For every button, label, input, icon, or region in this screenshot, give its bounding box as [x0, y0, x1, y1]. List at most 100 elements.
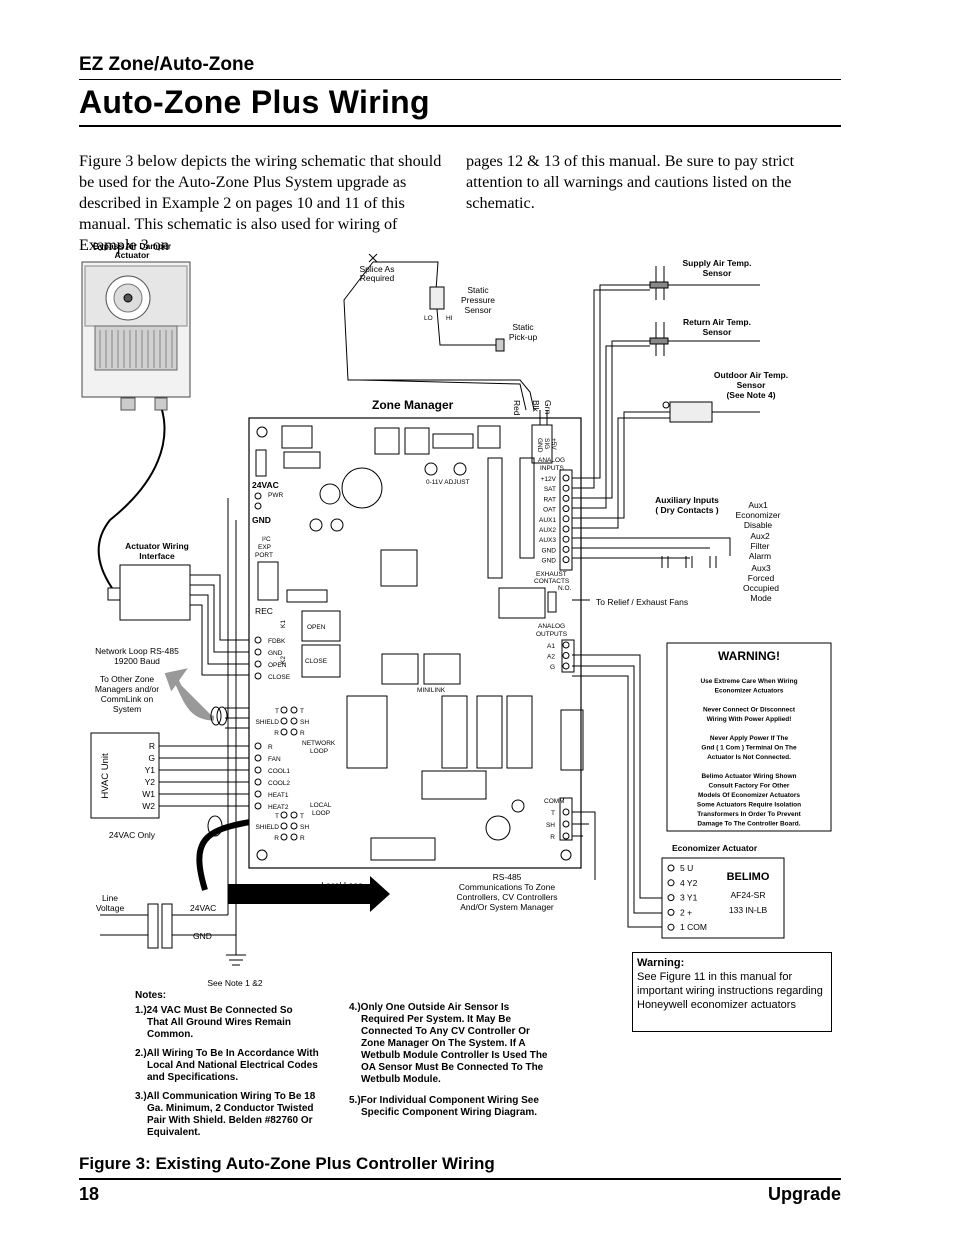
- 24vac-label: 24VAC: [190, 903, 216, 913]
- analog-term-8: [562, 556, 570, 564]
- belimo-label-4: 1 COM: [680, 922, 707, 932]
- warning-line-10: Belimo Actuator Wiring Shown: [701, 773, 796, 780]
- net-right-label-0: T: [300, 708, 304, 715]
- aux2-label-0: Aux2: [750, 531, 770, 541]
- comm-term-0: [562, 808, 570, 816]
- network-loop-board-2: LOOP: [310, 748, 328, 755]
- footer-rule: [79, 1178, 841, 1180]
- comm-label-1: SH: [546, 822, 555, 829]
- net-left-label-1: SHIELD: [256, 719, 280, 726]
- note-n2-line-0: 2.)All Wiring To Be In Accordance With: [135, 1048, 319, 1059]
- gnd-label: GND: [193, 931, 212, 941]
- wire-red-label: Red: [512, 400, 522, 416]
- net-term-left-0: [280, 706, 288, 714]
- note-n4-line-5: OA Sensor Must Be Connected To The: [361, 1062, 544, 1073]
- pwr-term-1: [254, 492, 262, 500]
- notes-title: Notes:: [135, 990, 166, 1001]
- local-left-label-1: SHIELD: [256, 824, 280, 831]
- actuator-interface-label-2: Interface: [139, 551, 175, 561]
- ao-label-1: A2: [547, 654, 555, 661]
- adjust-label: 0-11V ADJUST: [426, 479, 470, 486]
- comm-label-0: T: [551, 810, 555, 817]
- board-hvac-label-2: COOL1: [268, 768, 290, 775]
- other-zone-label-3: CommLink on: [101, 694, 154, 704]
- aux-inputs-label-2: ( Dry Contacts ): [655, 505, 718, 515]
- ao-label-0: A1: [547, 643, 555, 650]
- note-n5-line-1: Specific Component Wiring Diagram.: [361, 1107, 537, 1118]
- note-n3-line-1: Ga. Minimum, 2 Conductor Twisted: [147, 1103, 314, 1114]
- gnd-sig-5v-0: GND: [536, 438, 543, 453]
- local-term-left-2: [280, 833, 288, 841]
- splice-label-1: Splice As: [360, 264, 395, 274]
- bypass-damper-actuator: [81, 261, 191, 411]
- static-pressure-label-1: Static: [467, 285, 489, 295]
- temp-sensors: [572, 266, 760, 928]
- i2c-label-3: PORT: [255, 552, 273, 559]
- exhaust-label-3: N.O.: [558, 585, 572, 592]
- i2c-label-1: I²C: [262, 536, 271, 543]
- aux3-label-0: Aux3: [751, 563, 771, 573]
- comm-term-2: [562, 832, 570, 840]
- outdoor-air-label-3: (See Note 4): [726, 390, 775, 400]
- zone-manager-board: [248, 417, 582, 869]
- analog-label-4: AUX1: [539, 517, 556, 524]
- board-gnd-label: GND: [252, 515, 271, 525]
- hvac-term-0: R: [149, 741, 155, 751]
- belimo-model-2: 133 IN-LB: [729, 905, 768, 915]
- other-zone-label-4: System: [113, 704, 141, 714]
- belimo-box: [661, 857, 785, 939]
- local-loop-twist: [207, 815, 223, 837]
- exhaust-label-2: CONTACTS: [534, 578, 570, 585]
- belimo-term-0: [667, 864, 675, 872]
- page-number: 18: [79, 1184, 100, 1204]
- static-pickup-label-1: Static: [512, 322, 534, 332]
- relay-close-label: CLOSE: [305, 658, 328, 665]
- belimo-label-2: 3 Y1: [680, 893, 698, 903]
- note-n4-line-1: Required Per System. It May Be: [361, 1014, 511, 1025]
- note-n1-line-1: That All Ground Wires Remain: [147, 1017, 291, 1028]
- local-left-label-2: R: [274, 835, 279, 842]
- belimo-label-1: 4 Y2: [680, 878, 698, 888]
- see-note-label: See Note 1 &2: [207, 978, 263, 988]
- belimo-term-1: [667, 879, 675, 887]
- local-left-label-0: T: [275, 813, 279, 820]
- outdoor-air-label-2: Sensor: [737, 380, 767, 390]
- k1-label: K1: [280, 620, 287, 628]
- ao-term-1: [562, 652, 570, 659]
- footer-section: Upgrade: [767, 1184, 841, 1204]
- gnd-sig-5v-labels: GND SIG +5V: [536, 438, 557, 453]
- other-zone-label-1: To Other Zone: [100, 674, 155, 684]
- wire-grn-label: Grn: [543, 400, 553, 414]
- belimo-label: BELIMO: [727, 871, 770, 883]
- gnd-sig-5v-1: SIG: [543, 438, 550, 449]
- local-loop-arrow: [228, 876, 390, 912]
- other-zone-label-2: Managers and/or: [95, 684, 159, 694]
- belimo-label-3: 2 +: [680, 907, 692, 917]
- fdbk-term-0: [254, 636, 262, 644]
- network-loop-label-1: Network Loop RS-485: [95, 646, 179, 656]
- splice-label-2: Required: [360, 273, 395, 283]
- note-n3-line-0: 3.)All Communication Wiring To Be 18: [135, 1091, 316, 1102]
- board-hvac-label-4: HEAT1: [268, 792, 289, 799]
- aux2-label-1: Filter: [751, 541, 770, 551]
- warning-line-14: Transformers In Order To Prevent: [697, 811, 801, 818]
- analog-term-6: [562, 535, 570, 543]
- belimo-term-2: [667, 894, 675, 902]
- pwr-term-2: [254, 502, 262, 510]
- warning-line-11: Consult Factory For Other: [709, 783, 790, 790]
- warning-line-13: Some Actuators Require Isolation: [697, 802, 801, 809]
- board-hvac-label-3: COOL2: [268, 780, 290, 787]
- return-air-label-2: Sensor: [703, 327, 733, 337]
- warning2-title: Warning:: [637, 957, 685, 969]
- net-term-right-0: [290, 706, 298, 714]
- warning2-box: Warning: See Figure 11 in this manual fo…: [632, 952, 832, 1032]
- line-voltage-label-2: Voltage: [96, 903, 125, 913]
- note-n4-line-4: Wetbulb Module Controller Is Used The: [361, 1050, 548, 1061]
- return-air-label-1: Return Air Temp.: [683, 317, 751, 327]
- hvac-term-1: G: [148, 753, 155, 763]
- local-term-left-0: [280, 811, 288, 819]
- rs485-label-2: Communications To Zone: [459, 882, 555, 892]
- warning-line-0: Use Extreme Care When Wiring: [700, 678, 797, 685]
- board-hvac-term-3: [254, 778, 262, 786]
